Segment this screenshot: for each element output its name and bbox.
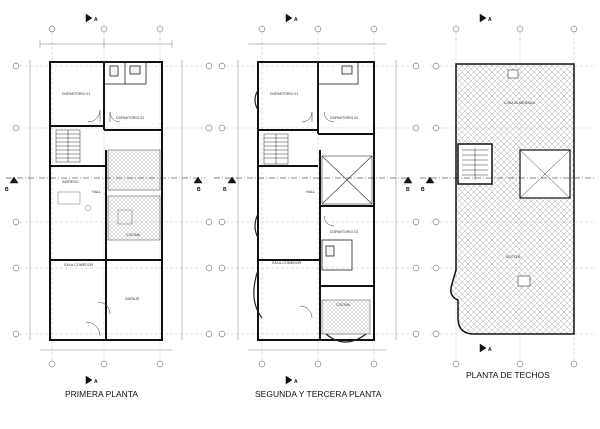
- bathrooms-2: [317, 61, 359, 271]
- stairs-1: [55, 129, 81, 163]
- roof-slab: [450, 63, 575, 335]
- room-label-losa: LOSA ALIGERADA: [504, 101, 535, 105]
- room-label-hall: HALL: [92, 190, 101, 194]
- door-swings: [85, 109, 121, 337]
- room-label-cocina: COCINA: [126, 233, 141, 237]
- section-label-a-bottom: A: [94, 379, 98, 385]
- room-label-dormitorio-01: DORMITORIO 01: [62, 92, 90, 96]
- room-label-cocina: COCINA: [336, 303, 351, 307]
- room-label-dormitorio-01: DORMITORIO 01: [270, 92, 298, 96]
- section-label-b-left: B: [223, 187, 227, 193]
- section-label-b-left: B: [421, 187, 425, 193]
- kitchen-tile-fill: [321, 299, 371, 335]
- room-label-sala-comedor: SALA-COMEDOR: [272, 261, 302, 265]
- section-marks: [420, 13, 596, 353]
- hall-tile-fill: [107, 149, 161, 191]
- room-label-dormitorio-02: DORMITORIO 02: [330, 116, 358, 120]
- room-label-sala-comedor: SALA-COMEDOR: [64, 263, 94, 267]
- section-label-a-top: A: [488, 17, 492, 23]
- section-label-b-left: B: [5, 187, 9, 193]
- section-marks: [214, 13, 413, 385]
- stair-penthouse: [457, 143, 493, 185]
- roof-light-well: [519, 149, 571, 199]
- section-label-a-top: A: [94, 17, 98, 23]
- grid-bubbles: [218, 25, 420, 368]
- room-label-ingreso: INGRESO: [62, 180, 79, 184]
- light-wells: [321, 155, 373, 205]
- fixtures: [57, 191, 133, 225]
- section-label-a-bottom: A: [294, 379, 298, 385]
- room-label-hall: HALL: [306, 190, 315, 194]
- grid-bubbles: [12, 25, 213, 368]
- grid-bubbles: [432, 25, 578, 368]
- section-label-b-right: B: [406, 187, 410, 193]
- dimension-lines: [237, 43, 397, 351]
- room-label-dormitorio-02: DORMITORIO 02: [116, 116, 144, 120]
- bay-windows: [253, 89, 367, 343]
- door-swings: [299, 111, 335, 319]
- plan-title-roof: PLANTA DE TECHOS: [466, 370, 550, 380]
- section-label-a-bottom: A: [488, 347, 492, 353]
- plan-title-second: SEGUNDA Y TERCERA PLANTA: [255, 389, 382, 399]
- section-label-b-right: B: [197, 187, 201, 193]
- kitchen-tile-fill: [107, 195, 161, 241]
- walls: [257, 61, 375, 341]
- section-marks: [6, 13, 205, 385]
- room-label-dormitorio-03: DORMITORIO 03: [330, 230, 358, 234]
- room-label-azotea: AZOTEA: [506, 255, 521, 259]
- section-label-a-top: A: [294, 17, 298, 23]
- plan-roof: A A B LOSA ALIGERADA AZOTEA PLANTA DE TE…: [420, 13, 596, 380]
- plan-first-floor: A A B B DORMITORIO 01 DORMITORIO 02 HALL…: [5, 13, 213, 399]
- bathroom-1: [103, 61, 147, 85]
- plan-title-first: PRIMERA PLANTA: [65, 389, 138, 399]
- dimension-lines: [29, 40, 183, 351]
- room-label-garaje: GARAJE: [125, 297, 140, 301]
- stairs-2: [263, 133, 289, 165]
- roof-vents: [507, 69, 531, 287]
- plan-second-third-floor: A A B B DORMITORIO 01 DORMITORIO 02 DORM…: [214, 13, 420, 399]
